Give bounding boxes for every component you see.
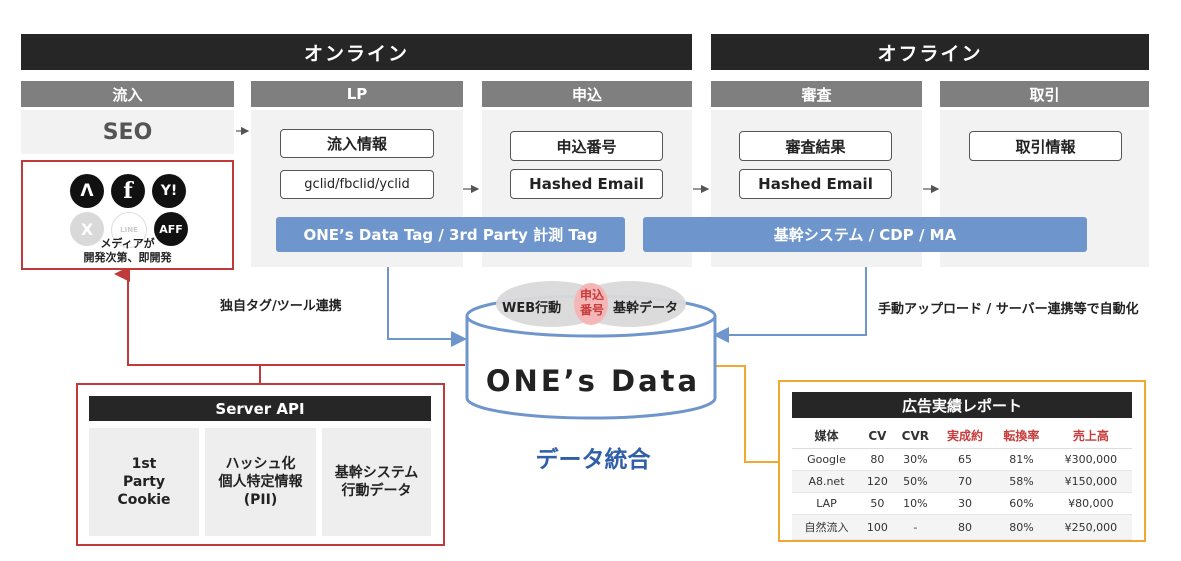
table-cell: 50% [893,470,937,493]
table-row: Google 80 30% 65 81% ¥300,000 [792,448,1132,471]
table-cell: 81% [993,448,1050,471]
review-field-email: Hashed Email [739,169,892,199]
db-core-label: 基幹データ [613,301,679,316]
seo-label: SEO [102,119,153,145]
table-cell: 70 [936,470,994,493]
table-row: 自然流入 100 - 80 80% ¥250,000 [792,514,1132,540]
db-apply-number-label: 申込 番号 [579,288,604,317]
media-note: メディアが 開発次第、即開発 [83,237,172,264]
media-box: Λ f Y! X LINE AFF メディアが 開発次第、即開発 [21,160,234,270]
table-cell: 80% [993,514,1050,540]
report-header-media: 媒体 [792,423,861,449]
lp-field-click-ids: gclid/fbclid/yclid [280,170,434,199]
table-cell: ¥300,000 [1049,448,1132,471]
table-cell: ¥80,000 [1049,492,1132,515]
aff-icon: AFF [154,212,188,246]
media-icons-row-2: X LINE AFF [70,212,188,248]
table-cell: 80 [936,514,994,540]
overlap-highlight [574,283,608,325]
apply-field-email: Hashed Email [510,169,663,199]
line-online-to-db [387,253,467,347]
seo-panel: SEO [21,110,234,154]
offline-band: オフライン [711,34,1149,70]
table-cell: ¥250,000 [1049,514,1132,540]
data-integration-caption: データ統合 [535,447,651,473]
report-header-contracts: 実成約 [936,423,994,449]
ones-data-logo: ONE’s Data [485,364,701,398]
stage-head-lp: LP [251,81,463,107]
ad-report-table: 媒体 CV CVR 実成約 転換率 売上高 Google 80 30% 65 8… [792,423,1132,540]
own-tag-label: 独自タグ/ツール連携 [220,299,342,314]
line-db-to-media [114,266,465,366]
report-header-cvr: CVR [893,423,937,449]
media-icons-row-1: Λ f Y! [70,174,186,208]
stage-head-review: 審査 [711,81,922,107]
server-api-box: Server API 1st Party Cookie ハッシュ化 個人特定情報… [76,383,445,546]
stage-head-trade: 取引 [940,81,1149,107]
stage-head-inflow: 流入 [21,81,234,107]
table-cell: 58% [993,470,1050,493]
anchor-logo-icon: Λ [70,174,104,208]
table-cell: 10% [893,492,937,515]
offline-tag-bar: 基幹システム / CDP / MA [643,217,1087,252]
table-row: A8.net 120 50% 70 58% ¥150,000 [792,470,1132,493]
online-tag-bar: ONE’s Data Tag / 3rd Party 計測 Tag [276,217,625,252]
report-header-row: 媒体 CV CVR 実成約 転換率 売上高 [792,423,1132,449]
x-icon: X [70,212,104,246]
table-cell: 30% [893,448,937,471]
table-cell: 50 [860,492,894,515]
api-col-core: 基幹システム 行動データ [322,428,431,536]
table-cell: 30 [936,492,994,515]
table-cell: ¥150,000 [1049,470,1132,493]
table-cell: 80 [860,448,894,471]
table-cell: LAP [792,492,861,515]
table-cell: - [893,514,937,540]
line-offline-to-db [713,253,867,343]
line-icon: LINE [111,212,147,248]
table-row: LAP 50 10% 30 60% ¥80,000 [792,492,1132,515]
table-cell: 65 [936,448,994,471]
report-header-conversion-rate: 転換率 [993,423,1050,449]
api-col-cookie: 1st Party Cookie [89,428,199,536]
stage-head-apply: 申込 [482,81,692,107]
table-cell: 100 [860,514,894,540]
api-col-pii: ハッシュ化 個人特定情報 (PII) [205,428,316,536]
yahoo-icon: Y! [152,174,186,208]
table-cell: 60% [993,492,1050,515]
ad-report-title: 広告実績レポート [792,392,1132,418]
facebook-icon: f [111,174,145,208]
online-band: オンライン [21,34,692,70]
report-header-cv: CV [860,423,894,449]
trade-field-info: 取引情報 [969,131,1122,161]
report-header-sales: 売上高 [1049,423,1132,449]
lp-field-inflow-info: 流入情報 [280,129,434,158]
server-api-title: Server API [89,396,431,421]
ad-report-box: 広告実績レポート 媒体 CV CVR 実成約 転換率 売上高 Google 80… [778,380,1146,542]
review-field-result: 審査結果 [739,131,892,161]
table-cell: 自然流入 [792,514,861,540]
table-cell: Google [792,448,861,471]
table-cell: A8.net [792,470,861,493]
manual-upload-label: 手動アップロード / サーバー連携等で自動化 [878,302,1139,317]
table-cell: 120 [860,470,894,493]
line-db-to-report [715,365,778,463]
db-web-label: WEB行動 [502,301,562,316]
apply-field-number: 申込番号 [510,131,663,161]
